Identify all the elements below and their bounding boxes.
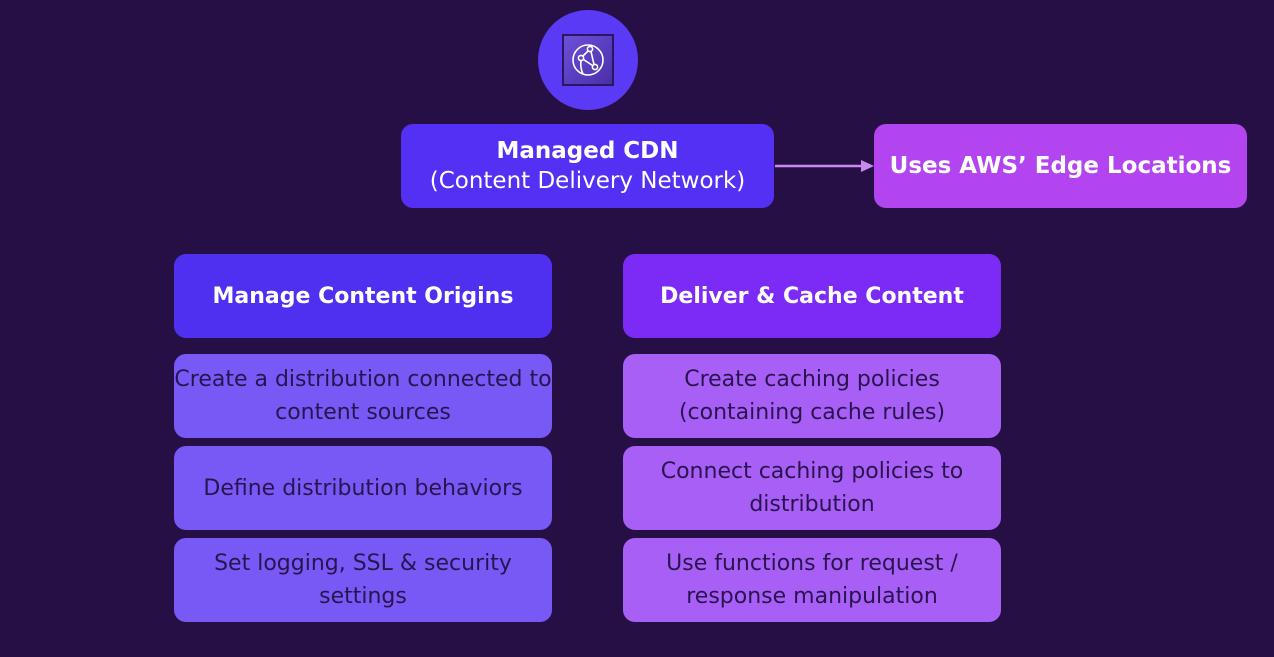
item-text: Set logging, SSL & security settings bbox=[214, 551, 512, 609]
column-header-delivery: Deliver & Cache Content bbox=[623, 254, 1001, 338]
list-item: Use functions for request / response man… bbox=[623, 538, 1001, 622]
list-item: Connect caching policies to distribution bbox=[623, 446, 1001, 530]
edge-locations-label: Uses AWS’ Edge Locations bbox=[889, 153, 1232, 179]
column-header-label: Deliver & Cache Content bbox=[660, 283, 964, 309]
list-item: Set logging, SSL & security settings bbox=[174, 538, 552, 622]
column-header-label: Manage Content Origins bbox=[212, 283, 514, 309]
list-item: Create caching policies (containing cach… bbox=[623, 354, 1001, 438]
list-item: Create a distribution connected to conte… bbox=[174, 354, 552, 438]
cdn-subtitle: (Content Delivery Network) bbox=[429, 168, 746, 194]
managed-cdn-box: Managed CDN (Content Delivery Network) bbox=[401, 124, 774, 208]
column-header-origins: Manage Content Origins bbox=[174, 254, 552, 338]
item-text: Use functions for request / response man… bbox=[666, 551, 958, 609]
list-item: Define distribution behaviors bbox=[174, 446, 552, 530]
item-text: Connect caching policies to distribution bbox=[660, 459, 964, 517]
edge-locations-box: Uses AWS’ Edge Locations bbox=[874, 124, 1247, 208]
cloudfront-logo bbox=[538, 10, 638, 110]
item-text: Define distribution behaviors bbox=[203, 475, 523, 501]
item-text: Create a distribution connected to conte… bbox=[174, 367, 552, 425]
cdn-title: Managed CDN bbox=[496, 138, 679, 164]
arrow-icon bbox=[775, 160, 874, 172]
cloudfront-icon bbox=[562, 34, 614, 86]
item-text: Create caching policies (containing cach… bbox=[678, 367, 946, 425]
